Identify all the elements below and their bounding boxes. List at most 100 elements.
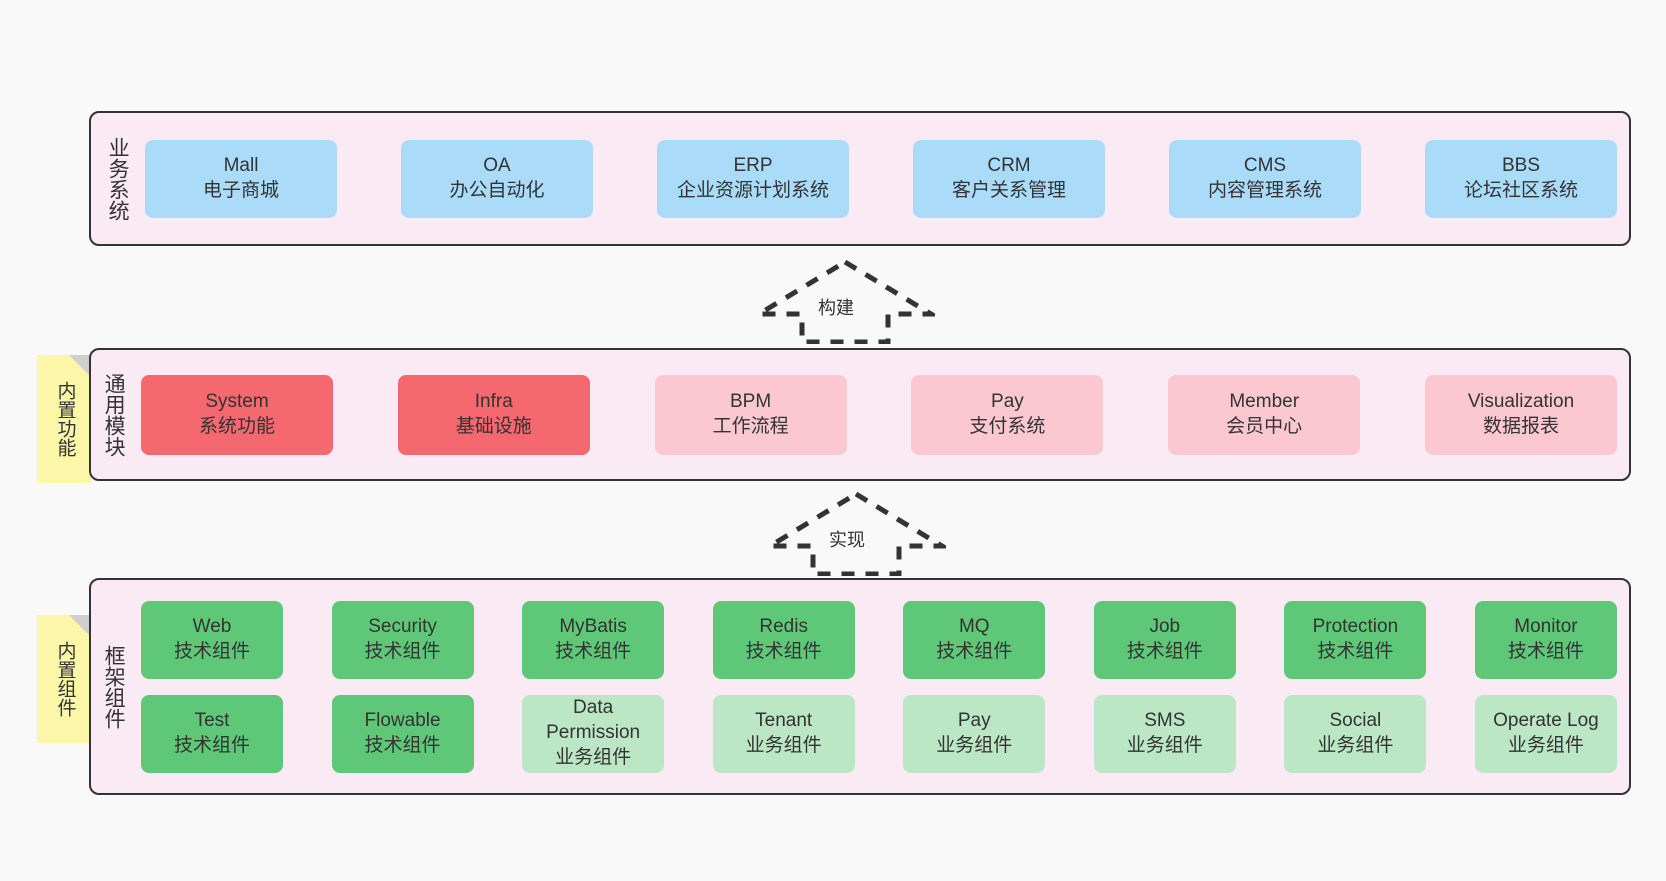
card-title-cn: 技术组件 xyxy=(173,640,250,662)
card-title-cn: 技术组件 xyxy=(555,640,632,662)
card-title-en: Pay xyxy=(991,390,1024,412)
arrow-build-label: 构建 xyxy=(818,298,854,318)
arrow-implement: 实现 xyxy=(766,490,946,576)
card-title-cn: 技术组件 xyxy=(173,734,250,756)
card-title-cn: 电子商城 xyxy=(202,179,279,201)
note-builtin-features: 内置功能 xyxy=(37,355,91,483)
card-title-cn: 技术组件 xyxy=(745,640,822,662)
card-module-infra[interactable]: Infra 基础设施 xyxy=(397,374,590,455)
card-title-cn: 技术组件 xyxy=(1126,640,1203,662)
layer-title-business: 业务系统 xyxy=(106,136,130,221)
layer-body-business: Mall 电子商城 OA 办公自动化 ERP 企业资源计划系统 CRM 客户关系管理 CMS 内容… xyxy=(139,113,1629,244)
card-business-erp[interactable]: ERP 企业资源计划系统 xyxy=(657,139,849,218)
card-title-cn: 数据报表 xyxy=(1482,415,1559,437)
card-framework-sms[interactable]: SMS 业务组件 xyxy=(1093,694,1236,773)
card-framework-mq[interactable]: MQ 技术组件 xyxy=(903,600,1046,679)
card-module-pay[interactable]: Pay 支付系统 xyxy=(911,374,1104,455)
card-title-cn: 技术组件 xyxy=(364,734,441,756)
card-module-system[interactable]: System 系统功能 xyxy=(141,374,333,455)
card-title-en: Monitor xyxy=(1514,615,1578,637)
card-module-member[interactable]: Member 会员中心 xyxy=(1168,374,1361,455)
card-business-oa[interactable]: OA 办公自动化 xyxy=(401,139,593,218)
card-title-en: Data Permission xyxy=(546,697,641,744)
layer-common-modules: 通用模块 System 系统功能 Infra 基础设施 BPM 工作流程 Pay 支付系统 Me… xyxy=(89,348,1631,481)
card-title-cn: 企业资源计划系统 xyxy=(676,179,829,201)
card-title-cn: 业务组件 xyxy=(1126,734,1203,756)
card-title-cn: 技术组件 xyxy=(1317,640,1394,662)
card-title-en: Redis xyxy=(759,615,808,637)
card-title-en: MyBatis xyxy=(559,615,627,637)
card-title-en: Test xyxy=(194,709,230,731)
card-title-cn: 客户关系管理 xyxy=(951,179,1066,201)
card-title-cn: 技术组件 xyxy=(936,640,1013,662)
arrow-implement-shape xyxy=(766,491,946,576)
card-business-crm[interactable]: CRM 客户关系管理 xyxy=(913,139,1105,218)
card-title-en: OA xyxy=(483,154,511,176)
card-business-mall[interactable]: Mall 电子商城 xyxy=(145,139,337,218)
layer-title-modules: 通用模块 xyxy=(102,372,126,457)
card-title-en: System xyxy=(205,390,269,412)
card-title-cn: 支付系统 xyxy=(969,415,1046,437)
card-title-cn: 技术组件 xyxy=(364,640,441,662)
card-framework-test[interactable]: Test 技术组件 xyxy=(141,694,283,773)
card-framework-redis[interactable]: Redis 技术组件 xyxy=(712,600,855,679)
card-title-cn: 论坛社区系统 xyxy=(1463,179,1578,201)
card-title-cn: 会员中心 xyxy=(1226,415,1303,437)
card-title-en: Infra xyxy=(474,390,513,412)
card-framework-mybatis[interactable]: MyBatis 技术组件 xyxy=(522,600,665,679)
card-module-bpm[interactable]: BPM 工作流程 xyxy=(654,374,847,455)
card-title-cn: 办公自动化 xyxy=(449,179,545,201)
card-framework-protection[interactable]: Protection 技术组件 xyxy=(1284,600,1427,679)
card-title-en: SMS xyxy=(1144,709,1186,731)
card-framework-security[interactable]: Security 技术组件 xyxy=(331,600,474,679)
layer-body-modules: System 系统功能 Infra 基础设施 BPM 工作流程 Pay 支付系统 Member 会… xyxy=(135,350,1629,479)
card-title-cn: 工作流程 xyxy=(712,415,789,437)
card-framework-job[interactable]: Job 技术组件 xyxy=(1093,600,1236,679)
card-title-en: CMS xyxy=(1243,154,1287,176)
card-title-en: MQ xyxy=(958,615,990,637)
layer-title-framework: 框架组件 xyxy=(102,644,126,729)
card-title-cn: 业务组件 xyxy=(1507,734,1584,756)
arrow-build-shape xyxy=(755,259,935,344)
modules-card-row: System 系统功能 Infra 基础设施 BPM 工作流程 Pay 支付系统 Member 会… xyxy=(141,374,1617,455)
card-title-en: BBS xyxy=(1501,154,1541,176)
arrow-build: 构建 xyxy=(755,258,935,344)
card-title-cn: 系统功能 xyxy=(198,415,275,437)
card-title-en: ERP xyxy=(733,154,773,176)
card-title-cn: 业务组件 xyxy=(745,734,822,756)
card-title-en: Security xyxy=(368,615,437,637)
card-framework-social[interactable]: Social 业务组件 xyxy=(1284,694,1427,773)
card-title-cn: 技术组件 xyxy=(1507,640,1584,662)
arrow-implement-label: 实现 xyxy=(829,530,865,550)
card-title-en: Operate Log xyxy=(1493,709,1599,731)
card-title-en: BPM xyxy=(730,390,772,412)
card-title-en: Protection xyxy=(1312,615,1399,637)
card-title-cn: 基础设施 xyxy=(455,415,532,437)
card-title-cn: 业务组件 xyxy=(1317,734,1394,756)
card-business-cms[interactable]: CMS 内容管理系统 xyxy=(1169,139,1361,218)
card-framework-operate-log[interactable]: Operate Log 业务组件 xyxy=(1474,694,1617,773)
card-title-en: Job xyxy=(1149,615,1181,637)
card-business-bbs[interactable]: BBS 论坛社区系统 xyxy=(1425,139,1617,218)
card-title-en: Mall xyxy=(223,154,259,176)
note-builtin-components: 内置组件 xyxy=(37,615,91,743)
layer-business-systems: 业务系统 Mall 电子商城 OA 办公自动化 ERP 企业资源计划系统 CRM 客户关系管理… xyxy=(89,111,1631,246)
card-title-en: Member xyxy=(1229,390,1300,412)
card-title-en: Social xyxy=(1329,709,1382,731)
card-title-cn: 内容管理系统 xyxy=(1207,179,1322,201)
card-title-en: CRM xyxy=(987,154,1031,176)
card-framework-monitor[interactable]: Monitor 技术组件 xyxy=(1474,600,1617,679)
card-title-cn: 业务组件 xyxy=(555,746,632,768)
business-card-row: Mall 电子商城 OA 办公自动化 ERP 企业资源计划系统 CRM 客户关系管理 CMS 内容… xyxy=(145,139,1617,218)
